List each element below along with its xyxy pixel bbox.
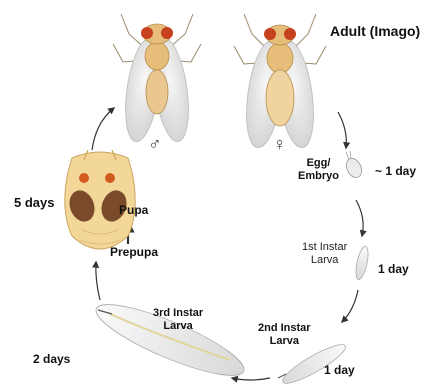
- third-instar-label-line-1: 3rd Instar: [153, 307, 203, 320]
- female-symbol: ♀: [273, 134, 287, 155]
- first-instar-label-line-1: 1st Instar: [302, 241, 347, 254]
- egg-label-line-2: Embryo: [298, 170, 339, 183]
- prepupa-label: Prepupa: [110, 245, 158, 259]
- pupa-illustration: [65, 150, 135, 249]
- second-instar-label-line-1: 2nd Instar: [258, 322, 311, 335]
- first-instar-duration: 1 day: [378, 262, 409, 276]
- arrow-instar2-to-instar3: [232, 378, 270, 380]
- second-instar-duration: 1 day: [324, 363, 355, 377]
- male-symbol: ♂: [148, 134, 162, 155]
- pupa-duration: 5 days: [14, 195, 54, 210]
- arrow-egg-to-instar1: [356, 200, 363, 236]
- third-instar-label-line-2: Larva: [153, 320, 203, 333]
- second-instar-label: 2nd Instar Larva: [258, 322, 311, 348]
- female-fly-illustration: [234, 14, 326, 150]
- pupa-label: Pupa: [119, 203, 148, 217]
- arrow-instar3-to-pupa: [96, 262, 100, 300]
- arrow-instar1-to-instar2: [342, 290, 358, 322]
- egg-label-line-1: Egg/: [298, 157, 339, 170]
- first-instar-larva-illustration: [354, 245, 371, 280]
- first-instar-label-line-2: Larva: [302, 254, 347, 267]
- arrow-pupa-to-adult: [92, 108, 114, 150]
- egg-illustration: [343, 151, 364, 180]
- third-instar-label: 3rd Instar Larva: [153, 307, 203, 333]
- third-instar-duration: 2 days: [33, 352, 70, 366]
- male-fly-illustration: [113, 14, 201, 144]
- second-instar-label-line-2: Larva: [258, 335, 311, 348]
- egg-duration: ~ 1 day: [375, 164, 416, 178]
- first-instar-label: 1st Instar Larva: [302, 241, 347, 267]
- adult-stage-title: Adult (Imago): [330, 23, 420, 39]
- arrow-adult-to-egg: [338, 112, 346, 148]
- egg-label: Egg/ Embryo: [298, 157, 339, 183]
